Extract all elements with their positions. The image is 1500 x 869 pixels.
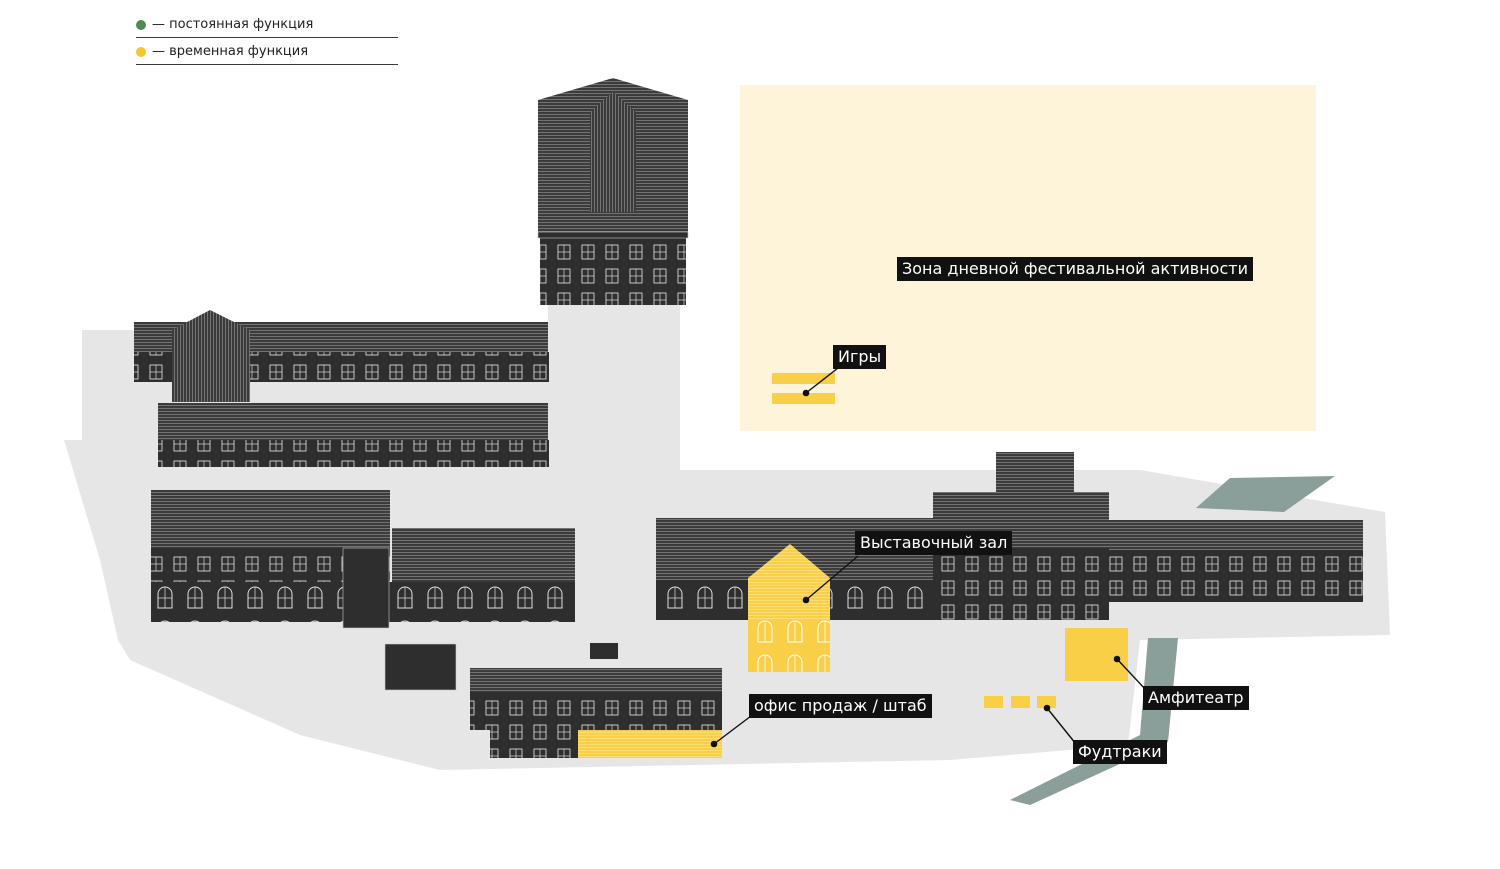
label-exhibition: Выставочный зал <box>855 531 1013 555</box>
legend-temporary-text: — временная функция <box>152 44 309 59</box>
lower-left-building <box>151 490 575 629</box>
middle-long-building <box>158 403 549 467</box>
central-building <box>470 643 722 758</box>
foodtrucks-pin <box>1043 704 1051 712</box>
legend-permanent: — постоянная функция <box>136 12 398 38</box>
games-marker <box>772 393 835 404</box>
legend: — постоянная функция — временная функция <box>136 12 398 65</box>
label-sales: офис продаж / штаб <box>749 694 932 718</box>
sales-pin <box>710 740 718 748</box>
legend-permanent-text: — постоянная функция <box>152 17 314 32</box>
foodtruck <box>1037 696 1056 708</box>
exhibition-pin <box>802 596 810 604</box>
amphitheatre <box>1065 628 1128 681</box>
legend-temporary: — временная функция <box>136 39 398 65</box>
yellow-dot-icon <box>136 46 146 57</box>
upper-long-building <box>134 310 549 402</box>
green-dot-icon <box>136 19 146 30</box>
amphitheatre-pin <box>1113 655 1121 663</box>
river <box>1010 638 1178 805</box>
foodtruck <box>1011 696 1030 708</box>
label-festival-zone: Зона дневной фестивальной активности <box>897 257 1253 281</box>
label-foodtrucks: Фудтраки <box>1073 740 1167 764</box>
games-pin <box>802 389 810 397</box>
label-amphitheatre: Амфитеатр <box>1143 686 1249 710</box>
river <box>1196 476 1335 512</box>
foodtruck <box>984 696 1003 708</box>
small-pavilion <box>384 643 457 691</box>
tower-building <box>537 78 689 305</box>
label-games: Игры <box>833 345 887 369</box>
games-marker <box>772 373 835 384</box>
exhibition-hall <box>748 544 830 672</box>
